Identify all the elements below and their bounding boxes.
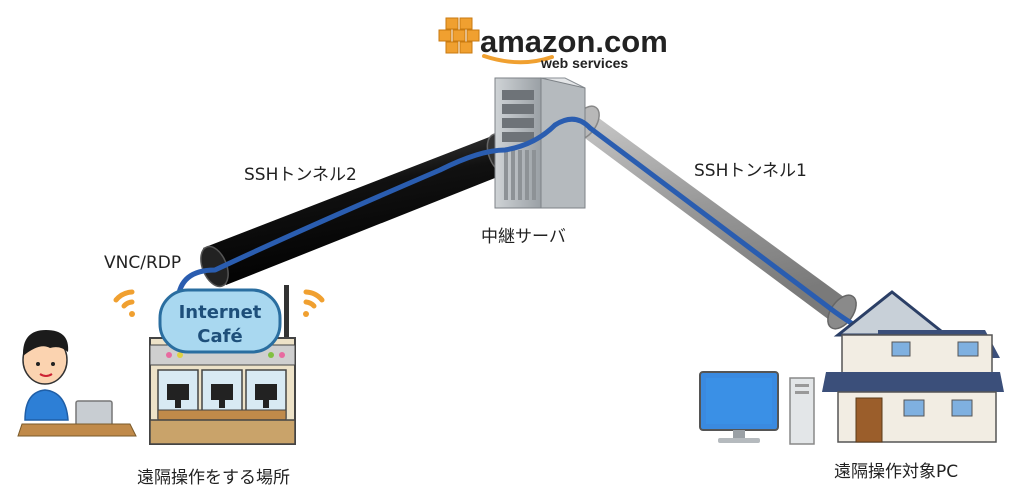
aws-smile-icon <box>482 54 554 65</box>
internet-cafe-icon: Internet Café <box>113 285 325 445</box>
cafe-sign-line2: Café <box>197 326 242 347</box>
relay-server-icon <box>494 77 586 209</box>
aws-brand-text: amazon.com <box>480 24 668 59</box>
protocol-label: VNC/RDP <box>104 253 182 273</box>
target-house-icon <box>822 290 1004 443</box>
aws-logo: amazon.com web services <box>438 17 668 71</box>
remote-location-label: 遠隔操作をする場所 <box>137 468 290 488</box>
desktop-pc-icon <box>699 371 815 445</box>
tunnel-2-label: SSHトンネル2 <box>244 165 357 185</box>
user-at-laptop-icon <box>17 330 137 437</box>
wifi-right-icon <box>303 289 325 317</box>
wifi-left-icon <box>113 289 135 317</box>
cable-line <box>175 116 898 403</box>
tunnel-1-label: SSHトンネル1 <box>694 161 807 181</box>
cafe-sign-line1: Internet <box>179 302 262 323</box>
target-pc-label: 遠隔操作対象PC <box>834 462 959 482</box>
aws-sub-text: web services <box>540 55 628 71</box>
aws-cubes-icon <box>438 17 480 54</box>
relay-server-label: 中継サーバ <box>481 227 566 247</box>
